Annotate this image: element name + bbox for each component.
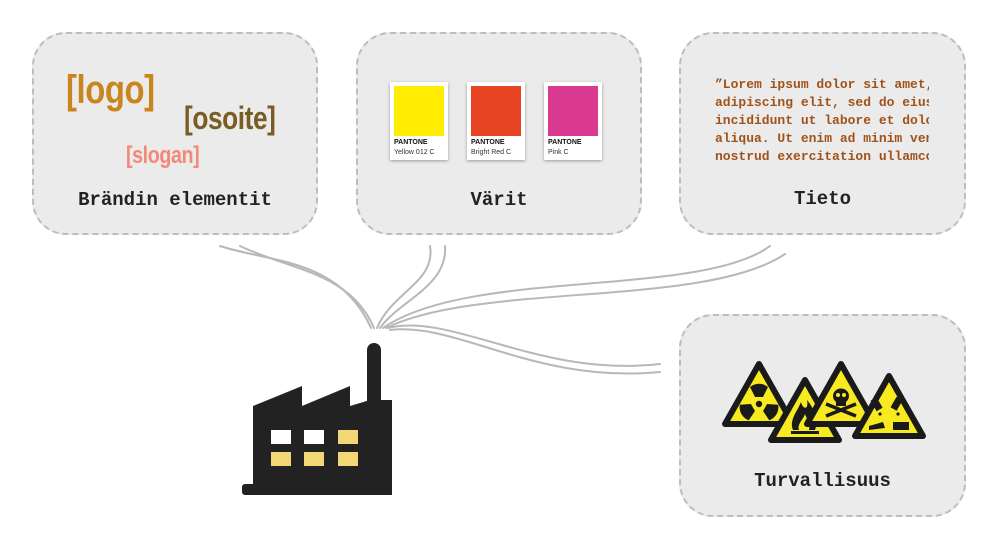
address-placeholder: [osoite]: [184, 100, 276, 136]
connector-line-info-1: [382, 245, 771, 329]
connector-line-safety-2: [389, 328, 661, 375]
swatch-name: Bright Red C: [471, 149, 512, 156]
brand-elements-label: Brändin elementit: [78, 189, 272, 211]
slogan-placeholder: [slogan]: [126, 142, 200, 169]
connector-line-brand-2: [239, 245, 375, 329]
colors-label: Värit: [470, 189, 528, 211]
information-label: Tieto: [793, 188, 851, 210]
connector-line-colors-1: [376, 245, 432, 329]
factory-windows: [271, 430, 358, 466]
pantone-swatch-red: PANTONE Bright Red C: [467, 82, 525, 160]
info-line: aliqua. Ut enim ad minim veniam, quis: [715, 131, 929, 146]
swatch-brand: PANTONE: [471, 139, 505, 146]
swatch-brand: PANTONE: [548, 139, 582, 146]
connector-line-safety-1: [387, 324, 661, 367]
lorem-ipsum-text: ”Lorem ipsum dolor sit amet, consectetur…: [715, 76, 929, 166]
safety-panel: Turvallisuus: [679, 314, 966, 517]
toxic-icon: [804, 361, 878, 427]
swatch-brand: PANTONE: [394, 139, 428, 146]
colors-panel: PANTONE Yellow 012 C PANTONE Bright Red …: [356, 32, 642, 235]
info-line: adipiscing elit, sed do eiusmod tempor: [715, 95, 929, 110]
radiation-icon: [722, 361, 796, 427]
swatch-chip: [394, 86, 444, 136]
connector-line-brand-1: [219, 245, 372, 329]
logo-placeholder: [logo]: [66, 68, 155, 112]
swatch-chip: [548, 86, 598, 136]
pantone-swatch-yellow: PANTONE Yellow 012 C: [390, 82, 448, 160]
brand-elements-panel: [logo] [osoite] [slogan] Brändin element…: [32, 32, 318, 235]
information-panel: ”Lorem ipsum dolor sit amet, consectetur…: [679, 32, 966, 235]
connector-line-colors-2: [379, 245, 447, 329]
info-line: incididunt ut labore et dolore magna: [715, 113, 929, 128]
safety-label: Turvallisuus: [754, 470, 891, 492]
swatch-name: Pink C: [548, 149, 569, 156]
pantone-swatch-pink: PANTONE Pink C: [544, 82, 602, 160]
info-line: ”Lorem ipsum dolor sit amet, consectetur: [715, 77, 929, 92]
corrosive-icon: [852, 373, 926, 439]
connector-line-info-2: [385, 253, 786, 329]
hazard-signs: [722, 361, 926, 443]
swatch-name: Yellow 012 C: [394, 149, 435, 156]
swatch-chip: [471, 86, 521, 136]
info-line: nostrud exercitation ullamco laboris: [715, 149, 929, 164]
